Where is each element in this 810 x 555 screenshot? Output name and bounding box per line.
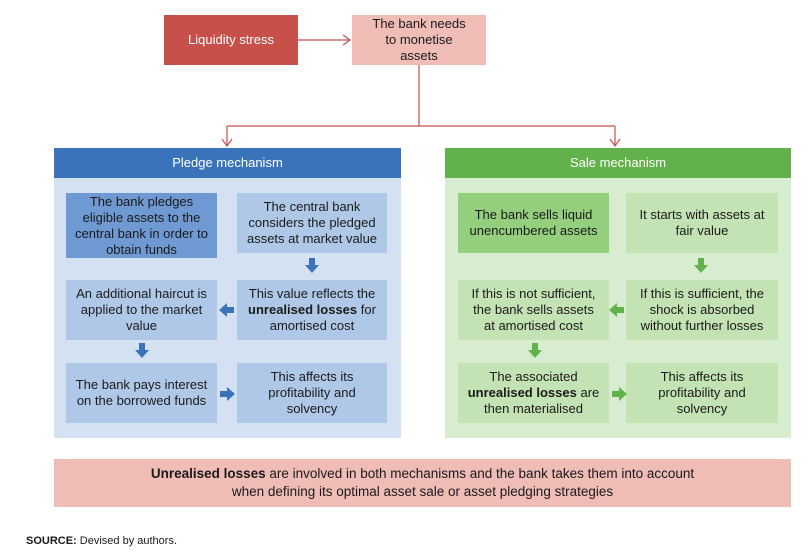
bottom-note-text: Unrealised losses are involved in both m… bbox=[150, 466, 695, 499]
pledge-step-unrealised-losses: This value reflects the unrealised losse… bbox=[237, 280, 387, 340]
sale-step-sufficient-text: If this is sufficient, the shock is abso… bbox=[639, 286, 765, 333]
pledge-mechanism-header: Pledge mechanism bbox=[54, 148, 401, 178]
pledge-step-market-value: The central bank considers the pledged a… bbox=[237, 193, 387, 253]
pledge-step-haircut: An additional haircut is applied to the … bbox=[66, 280, 217, 340]
sale-step-not-sufficient-text: If this is not sufficient, the bank sell… bbox=[471, 286, 596, 333]
pledge-step-interest: The bank pays interest on the borrowed f… bbox=[66, 363, 217, 423]
pledge-step-profitability-text: This affects its profitability and solve… bbox=[268, 369, 356, 416]
pledge-step-unrealised-losses-text: This value reflects the unrealised losse… bbox=[248, 286, 376, 333]
sale-step-sells-liquid: The bank sells liquid unencumbered asset… bbox=[458, 193, 609, 253]
arrow-stress-to-monetise bbox=[298, 34, 352, 46]
sale-arrow-down-2 bbox=[528, 343, 542, 358]
branch-connector bbox=[221, 65, 621, 148]
pledge-arrow-down-1 bbox=[305, 258, 319, 273]
sale-arrow-down-1 bbox=[694, 258, 708, 273]
sale-step-sufficient: If this is sufficient, the shock is abso… bbox=[626, 280, 778, 340]
unrealised-losses-emphasis: unrealised losses bbox=[467, 385, 577, 400]
pledge-step-pledge-assets: The bank pledges eligible assets to the … bbox=[66, 193, 217, 258]
pledge-arrow-down-2 bbox=[135, 343, 149, 358]
pledge-step-pledge-assets-text: The bank pledges eligible assets to the … bbox=[75, 193, 208, 257]
pledge-arrow-right-1 bbox=[220, 387, 235, 401]
pledge-step-interest-text: The bank pays interest on the borrowed f… bbox=[75, 377, 208, 408]
sale-step-not-sufficient: If this is not sufficient, the bank sell… bbox=[458, 280, 609, 340]
sale-arrow-left-1 bbox=[609, 303, 624, 317]
sale-step-profitability-text: This affects its profitability and solve… bbox=[658, 369, 746, 416]
bottom-note-emphasis: Unrealised losses bbox=[150, 466, 266, 481]
monetise-assets-label: The bank needs to monetise assets bbox=[372, 16, 466, 63]
unrealised-losses-emphasis: unrealised losses bbox=[248, 302, 358, 317]
sale-mechanism-title: Sale mechanism bbox=[569, 155, 667, 170]
pledge-arrow-left-1 bbox=[219, 303, 234, 317]
pledge-step-haircut-text: An additional haircut is applied to the … bbox=[76, 286, 207, 333]
sale-step-materialised-text: The associated unrealised losses are the… bbox=[467, 369, 600, 416]
bottom-note-box: Unrealised losses are involved in both m… bbox=[54, 459, 791, 507]
pledge-step-profitability: This affects its profitability and solve… bbox=[237, 363, 387, 423]
sale-mechanism-header: Sale mechanism bbox=[445, 148, 791, 178]
sale-arrow-right-1 bbox=[612, 387, 627, 401]
pledge-step-market-value-text: The central bank considers the pledged a… bbox=[246, 199, 378, 246]
sale-step-profitability: This affects its profitability and solve… bbox=[626, 363, 778, 423]
monetise-assets-box: The bank needs to monetise assets bbox=[352, 15, 486, 65]
sale-step-materialised: The associated unrealised losses are the… bbox=[458, 363, 609, 423]
sale-step-fair-value: It starts with assets at fair value bbox=[626, 193, 778, 253]
pledge-mechanism-title: Pledge mechanism bbox=[172, 155, 283, 170]
liquidity-stress-label: Liquidity stress bbox=[188, 32, 274, 47]
sale-step-fair-value-text: It starts with assets at fair value bbox=[639, 207, 765, 238]
source-text: Devised by authors. bbox=[79, 535, 178, 547]
liquidity-stress-box: Liquidity stress bbox=[164, 15, 298, 65]
sale-step-sells-liquid-text: The bank sells liquid unencumbered asset… bbox=[469, 207, 598, 238]
source-label: SOURCE: bbox=[26, 535, 77, 547]
source-line: SOURCE: Devised by authors. bbox=[26, 535, 426, 550]
